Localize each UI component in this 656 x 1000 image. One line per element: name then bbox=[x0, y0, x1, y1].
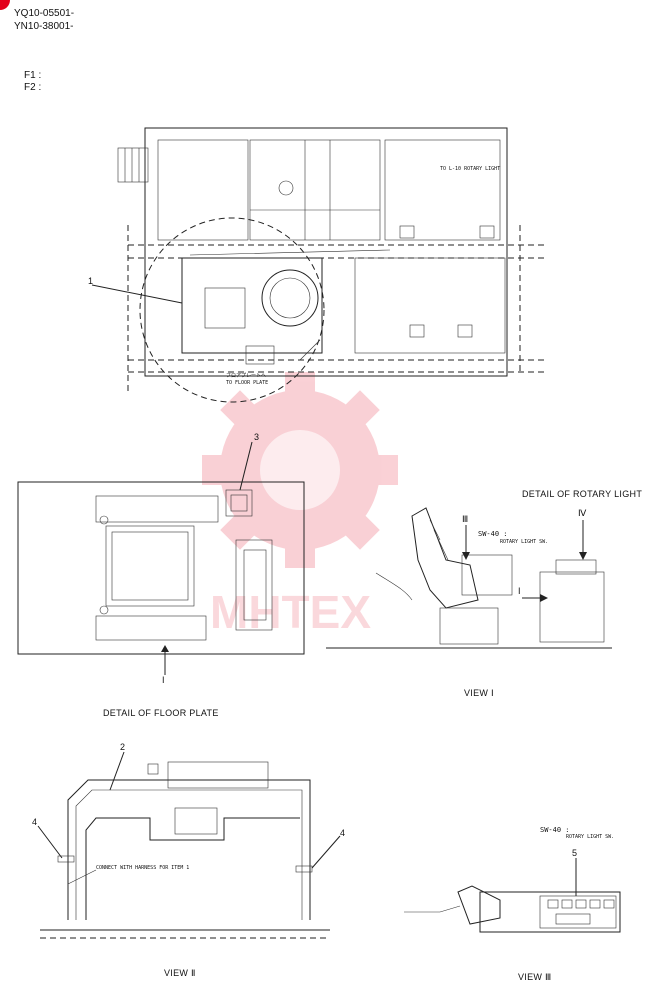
label-rotary-light-sw-view-iii: ROTARY LIGHT SW. bbox=[566, 834, 615, 840]
f1-label: F1 : bbox=[24, 70, 42, 81]
view-marker-iv: Ⅳ bbox=[578, 508, 587, 518]
callout-4-left: 4 bbox=[32, 817, 38, 827]
view-marker-floor: I bbox=[162, 675, 165, 685]
corner-logo-mark bbox=[0, 0, 10, 10]
view-marker-iii: Ⅲ bbox=[462, 514, 469, 524]
label-connect-harness: CONNECT WITH HARNESS FOR ITEM 1 bbox=[96, 865, 190, 871]
label-sw40-view-iii: SW-40 : bbox=[540, 826, 570, 834]
callout-5: 5 bbox=[572, 848, 578, 858]
f2-label: F2 : bbox=[24, 82, 42, 93]
label-floor-plate-jp: フロアプレートへ bbox=[226, 373, 267, 379]
label-sw40: SW-40 : bbox=[478, 530, 508, 538]
callout-3: 3 bbox=[254, 432, 260, 442]
caption-view-iii: VIEW Ⅲ bbox=[518, 972, 552, 982]
watermark-text: MHTEX bbox=[210, 586, 371, 638]
caption-view-ii: VIEW Ⅱ bbox=[164, 968, 196, 978]
callout-1: 1 bbox=[88, 276, 94, 286]
callout-2: 2 bbox=[120, 742, 126, 752]
label-to-floor-plate: TO FLOOR PLATE bbox=[226, 380, 269, 386]
callout-4-right: 4 bbox=[340, 828, 346, 838]
serial-number-2: YN10-38001- bbox=[14, 21, 74, 32]
serial-number-1: YQ10-05501- bbox=[14, 8, 75, 19]
caption-detail-floor-plate: DETAIL OF FLOOR PLATE bbox=[103, 708, 219, 718]
view-marker-i: I bbox=[518, 586, 521, 596]
caption-detail-rotary-light: DETAIL OF ROTARY LIGHT bbox=[522, 489, 643, 499]
label-rotary-light-sw: ROTARY LIGHT SW. bbox=[500, 539, 549, 545]
caption-view-i: VIEW Ⅰ bbox=[464, 688, 494, 698]
label-to-rotary-light: TO L-10 ROTARY LIGHT bbox=[440, 166, 501, 172]
